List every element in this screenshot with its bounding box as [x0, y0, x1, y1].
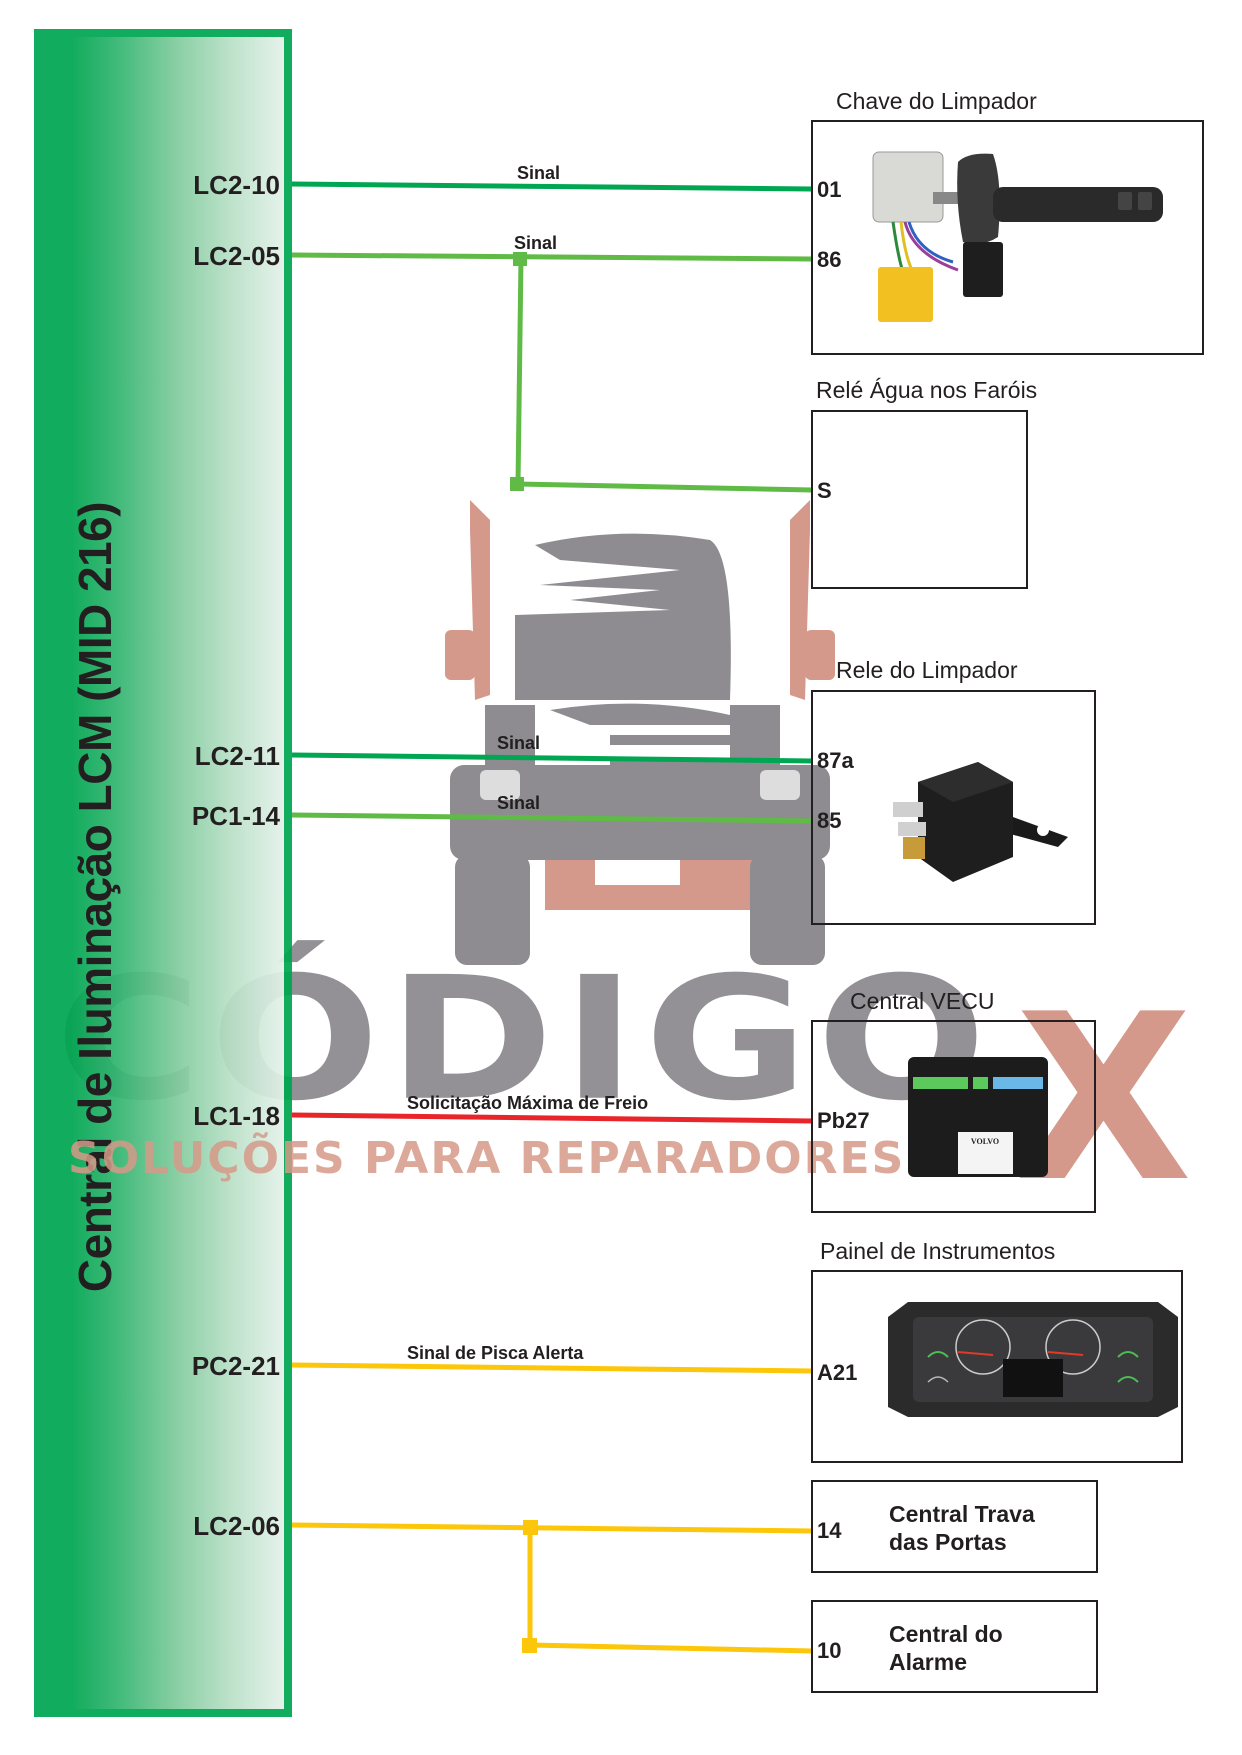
pin-label-lc1-18: LC1-18: [193, 1101, 280, 1131]
wire-lc2-06-to-14: [291, 1522, 813, 1534]
component-name-line2: das Portas: [889, 1529, 1007, 1555]
truck-watermark-icon: [445, 500, 835, 965]
component-title-vecu: Central VECU: [850, 988, 995, 1014]
component-rele-do-limpador: 87a 85: [811, 690, 1096, 925]
wire-lc2-10-to-01: [291, 181, 813, 192]
component-rele-agua-nos-farois: S: [811, 410, 1028, 589]
lcm-module-block: [34, 29, 292, 1717]
wire-label-sinal: Sinal: [517, 163, 561, 183]
terminal-pb27: Pb27: [817, 1108, 870, 1133]
pin-label-lc2-05: LC2-05: [193, 241, 280, 271]
component-title-rele-limpador: Rele do Limpador: [836, 657, 1018, 683]
wire-pc2-21-to-a21: [291, 1362, 813, 1374]
junction-dot: [522, 1638, 537, 1653]
relay-photo-icon: [893, 762, 1068, 882]
wire-pc1-14-to-85: [291, 812, 813, 824]
wire-label-freio: Solicitação Máxima de Freio: [407, 1093, 649, 1113]
terminal-10: 10: [817, 1638, 842, 1663]
wire-lc1-18-to-pb27: [291, 1112, 813, 1124]
terminal-s: S: [817, 478, 832, 503]
component-central-do-alarme: 10 Central do Alarme: [811, 1600, 1098, 1693]
component-title-rele-agua: Relé Água nos Faróis: [816, 377, 1038, 403]
wire-label-sinal: Sinal: [497, 733, 541, 753]
wire-label-pisca: Sinal de Pisca Alerta: [407, 1343, 584, 1363]
watermark-tagline: SOLUÇÕES PARA REPARADORES: [68, 1133, 906, 1184]
wire-label-sinal: Sinal: [514, 233, 558, 253]
wiper-switch-photo-icon: [872, 151, 1163, 322]
component-name-line1: Central Trava: [889, 1501, 1035, 1527]
pin-label-lc2-06: LC2-06: [193, 1511, 280, 1541]
pin-label-pc1-14: PC1-14: [191, 801, 280, 831]
wire-lc2-05-to-s: [517, 481, 813, 493]
component-title-painel: Painel de Instrumentos: [820, 1238, 1056, 1264]
wire-branch-lc2-05-vertical: [515, 257, 524, 485]
pin-label-lc2-11: LC2-11: [194, 741, 280, 771]
pin-label-pc2-21: PC2-21: [191, 1351, 280, 1381]
instrument-cluster-photo-icon: [888, 1302, 1178, 1417]
wire-label-sinal: Sinal: [497, 793, 541, 813]
wire-lc2-11-to-87a: [291, 752, 813, 764]
wire-lc2-06-to-10: [529, 1642, 813, 1654]
component-central-trava-das-portas: 14 Central Trava das Portas: [811, 1480, 1098, 1573]
terminal-86: 86: [817, 247, 842, 272]
vecu-brand-text: VOLVO: [971, 1137, 999, 1146]
component-painel-de-instrumentos: A21: [811, 1270, 1183, 1463]
terminal-85: 85: [817, 808, 842, 833]
pin-label-lc2-10: LC2-10: [193, 170, 280, 200]
terminal-01: 01: [817, 177, 842, 202]
terminal-87a: 87a: [817, 748, 854, 773]
component-name-line2: Alarme: [889, 1649, 967, 1675]
junction-dot: [510, 477, 524, 491]
terminal-14: 14: [817, 1518, 842, 1543]
component-chave-do-limpador: 01 86: [811, 120, 1204, 355]
junction-dot: [513, 252, 527, 266]
component-name-line1: Central do: [889, 1621, 1003, 1647]
terminal-a21: A21: [817, 1360, 858, 1385]
component-title-chave: Chave do Limpador: [836, 88, 1037, 114]
wire-lc2-05-to-86: [291, 252, 813, 262]
junction-dot: [523, 1520, 538, 1535]
vecu-photo-icon: VOLVO: [908, 1057, 1048, 1177]
component-central-vecu: VOLVO Pb27: [811, 1020, 1096, 1213]
